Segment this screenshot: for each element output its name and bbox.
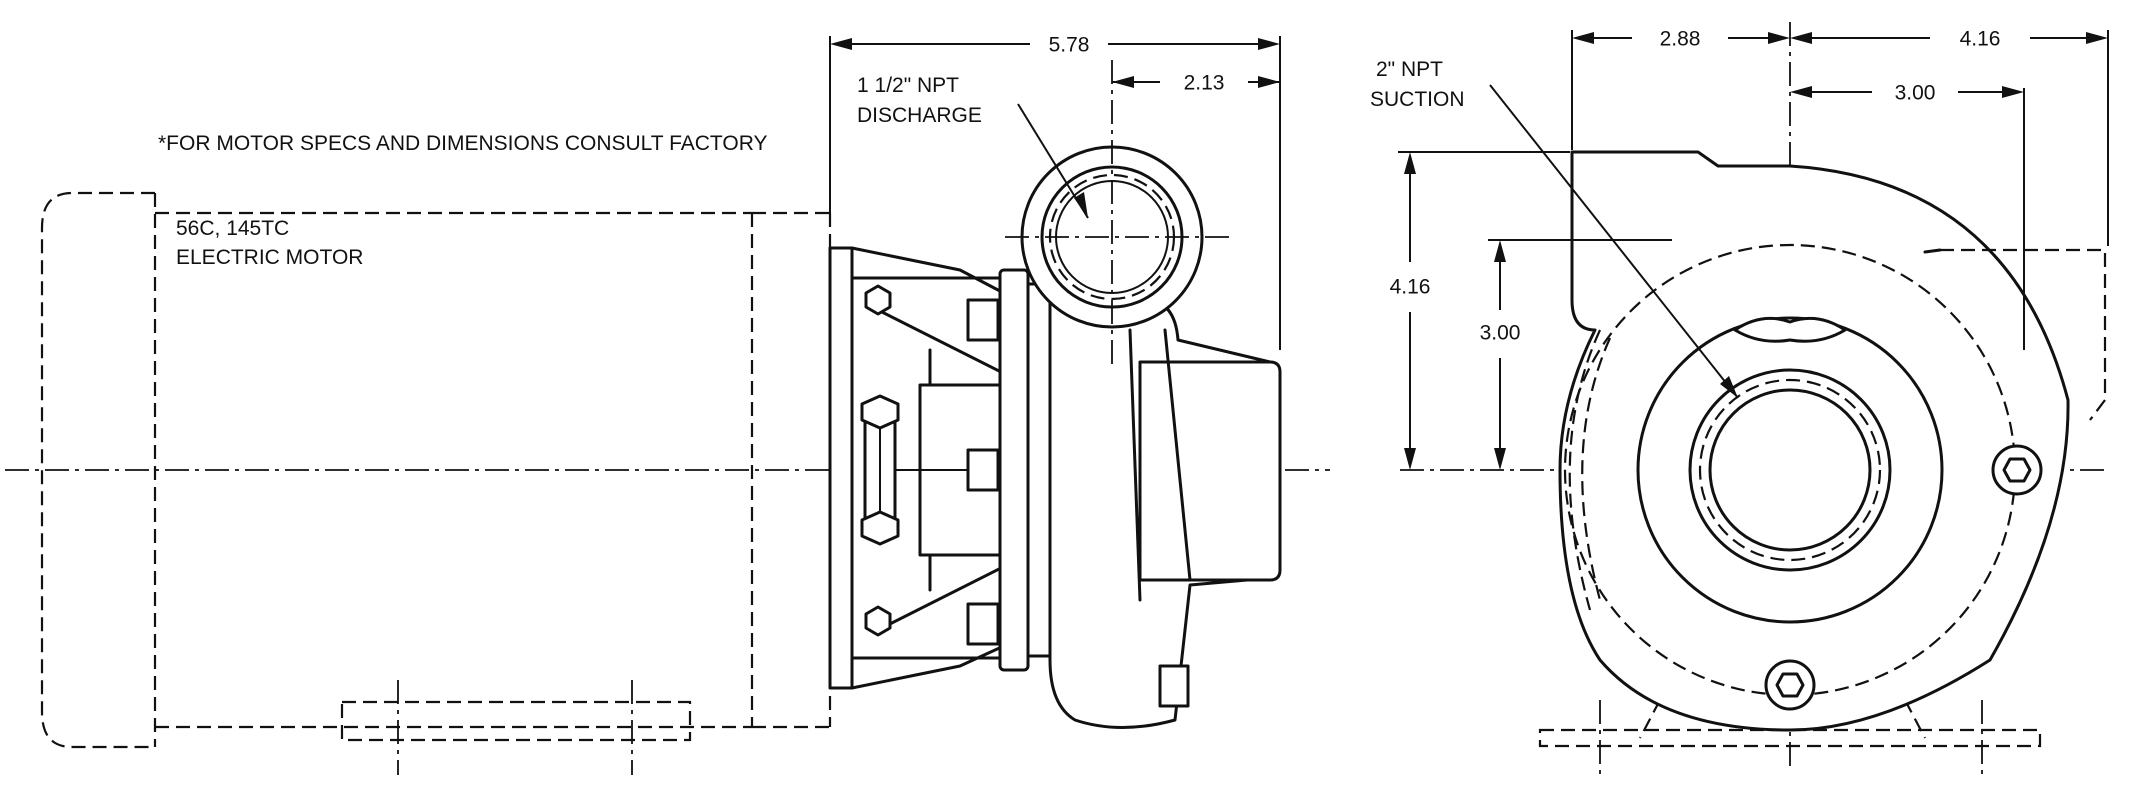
bolt-head-icon — [860, 510, 900, 546]
dimension-front-right-width — [1790, 30, 2109, 246]
bracket-bolts — [860, 284, 900, 637]
dimension-label-front-overall-height: 4.16 — [1390, 276, 1431, 299]
dimension-front-overall-height — [1398, 151, 1570, 470]
bolt-head-icon — [1764, 659, 1816, 711]
dimension-overall-length — [829, 36, 1281, 350]
discharge-leader — [1017, 103, 1089, 219]
motor-type-label: ELECTRIC MOTOR — [176, 246, 363, 269]
dimension-front-discharge-offset — [1790, 86, 2025, 350]
motor-frame-label: 56C, 145TC — [176, 217, 289, 240]
pump-volute-casing — [998, 268, 1282, 729]
dimension-label-front-shaft-height: 3.00 — [1480, 322, 1521, 345]
dimension-label-discharge-offset: 2.13 — [1184, 72, 1225, 95]
dimension-label-front-discharge-offset: 3.00 — [1895, 82, 1936, 105]
front-view: 2.88 4.16 3.00 4.16 — [1370, 22, 2109, 775]
suction-size-label: 2" NPT — [1376, 58, 1443, 81]
front-hub — [1636, 316, 1944, 624]
pump-base-plate — [1538, 699, 2042, 775]
dimension-discharge-offset — [1112, 76, 1280, 88]
discharge-label: DISCHARGE — [857, 104, 982, 127]
suction-label: SUCTION — [1370, 88, 1465, 111]
front-volute-bolts — [1764, 444, 2043, 711]
volute-bolts — [966, 298, 1190, 708]
dimension-label-overall-length: 5.78 — [1049, 34, 1090, 57]
dimension-label-front-left-width: 2.88 — [1660, 28, 1701, 51]
dimension-front-shaft-height — [1488, 239, 1672, 470]
bolt-head-icon — [864, 284, 892, 316]
dimension-label-front-right-width: 4.16 — [1960, 28, 2001, 51]
dimension-front-left-width — [1571, 30, 1790, 150]
motor-specs-note: *FOR MOTOR SPECS AND DIMENSIONS CONSULT … — [158, 132, 768, 155]
suction-nozzle — [1688, 368, 1892, 572]
discharge-size-label: 1 1/2" NPT — [857, 74, 959, 97]
discharge-nozzle — [1005, 60, 1230, 370]
bolt-head-icon — [860, 394, 900, 430]
side-view: 5.78 2.13 *FOR MOTOR SPECS AND DIMENSION… — [5, 34, 1330, 775]
motor-foot — [340, 680, 692, 775]
bolt-head-icon — [864, 605, 892, 637]
suction-leader — [1489, 84, 1739, 399]
bolt-head-icon — [1991, 444, 2043, 496]
